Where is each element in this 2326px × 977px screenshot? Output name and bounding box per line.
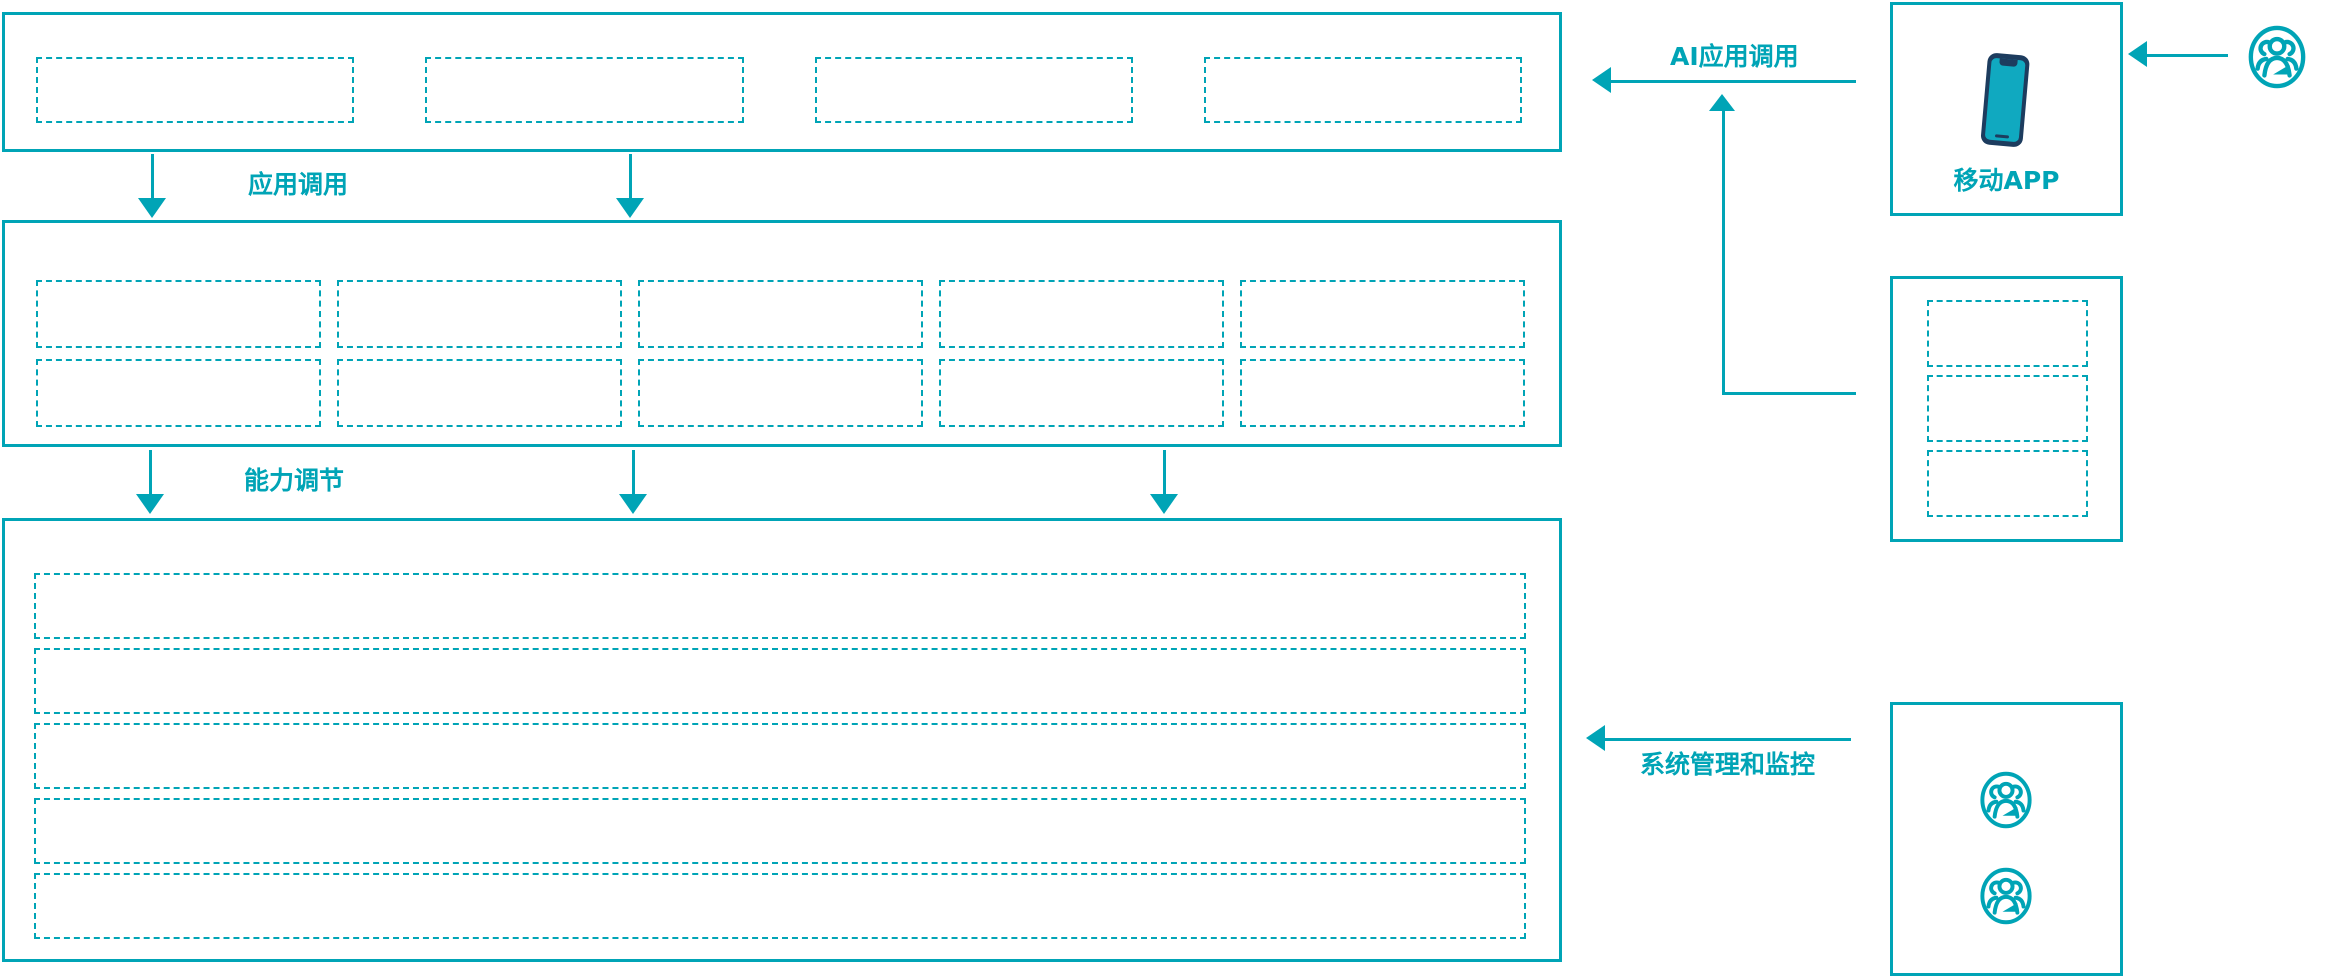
user-group-icon <box>1980 867 2032 925</box>
capability-arrow-line-3 <box>1163 450 1166 494</box>
user-group-icon <box>1980 771 2032 829</box>
application-placeholder-box <box>425 57 744 123</box>
capability-placeholder-box <box>939 280 1224 348</box>
system-monitor-arrowhead <box>1586 725 1605 751</box>
application-placeholder-box <box>1203 57 1522 123</box>
mobile-app-label: 移动APP <box>1953 166 2060 195</box>
portal-connector-hline <box>1722 392 1856 395</box>
capability-placeholder-box <box>638 359 923 427</box>
capability-arrowhead-2 <box>619 494 647 514</box>
resource-placeholder-grid <box>34 573 1526 939</box>
portal-connector-arrowhead <box>1709 94 1735 111</box>
portal-placeholder-box <box>1927 375 2088 442</box>
user-arrow-line <box>2146 54 2228 57</box>
capability-placeholder-box <box>337 280 622 348</box>
application-placeholder-box <box>814 57 1133 123</box>
portal-placeholder-grid <box>1927 300 2088 517</box>
capability-arrowhead-1 <box>136 494 164 514</box>
capability-placeholder-box <box>36 280 321 348</box>
capability-placeholder-grid <box>36 280 1525 427</box>
capability-placeholder-box <box>939 359 1224 427</box>
capability-arrow-line-2 <box>632 450 635 494</box>
capability-arrow-line-1 <box>149 450 152 494</box>
user-arrowhead <box>2128 41 2147 67</box>
app-call-arrowhead-2 <box>616 198 644 218</box>
app-call-arrow-line-1 <box>151 154 154 200</box>
capability-adjust-label: 能力调节 <box>244 466 345 495</box>
admin-box <box>1890 702 2123 976</box>
system-monitor-arrow-line <box>1604 738 1851 741</box>
capability-placeholder-box <box>337 359 622 427</box>
smartphone-icon <box>1980 53 2030 147</box>
resource-placeholder-row <box>34 723 1526 789</box>
capability-arrowhead-3 <box>1150 494 1178 514</box>
ai-app-call-arrow-line <box>1610 80 1856 83</box>
ai-app-call-label: AI应用调用 <box>1670 42 1799 71</box>
system-monitor-label: 系统管理和监控 <box>1640 750 1816 779</box>
capability-placeholder-box <box>36 359 321 427</box>
app-call-arrowhead-1 <box>138 198 166 218</box>
resource-placeholder-row <box>34 873 1526 939</box>
portal-placeholder-box <box>1927 300 2088 367</box>
capability-placeholder-box <box>638 280 923 348</box>
portal-placeholder-box <box>1927 450 2088 517</box>
application-placeholder-grid <box>36 57 1522 123</box>
user-group-icon <box>2248 25 2306 89</box>
resource-placeholder-row <box>34 648 1526 714</box>
application-placeholder-box <box>36 57 355 123</box>
portal-connector-vline <box>1722 111 1725 393</box>
app-call-label: 应用调用 <box>248 170 349 199</box>
resource-placeholder-row <box>34 798 1526 864</box>
app-call-arrow-line-2 <box>629 154 632 200</box>
capability-placeholder-box <box>1240 280 1525 348</box>
resource-placeholder-row <box>34 573 1526 639</box>
capability-placeholder-box <box>1240 359 1525 427</box>
ai-app-call-arrowhead <box>1592 67 1611 93</box>
